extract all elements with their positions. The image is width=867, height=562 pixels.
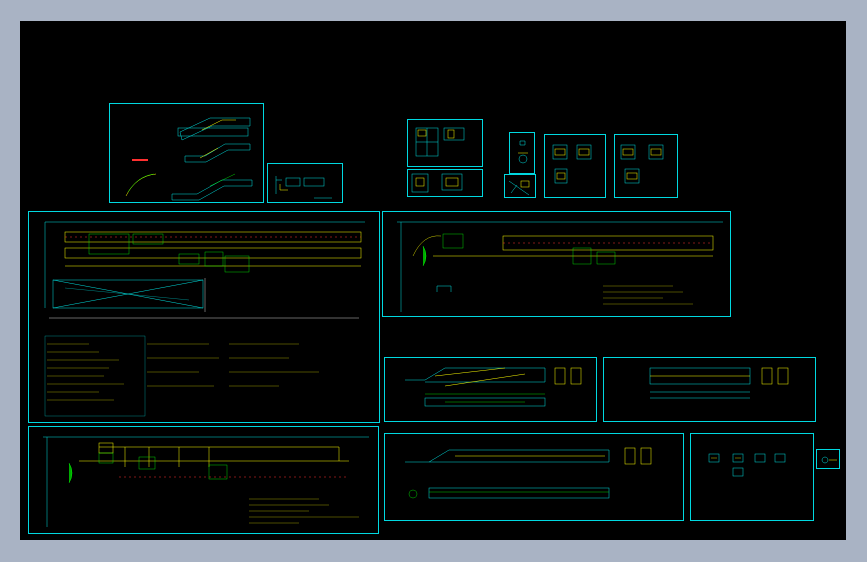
drawing-sheet-elevation-a[interactable] xyxy=(384,357,597,422)
drawing-sheet-conveyor-plan-c[interactable] xyxy=(28,426,379,534)
conveyor-elevation-icon xyxy=(405,447,652,499)
conveyor-plan-icon xyxy=(43,436,369,527)
drawing-sheet-equipment-b[interactable] xyxy=(614,134,678,198)
conveyor-plan-icon xyxy=(397,221,723,312)
section-detail-b-icon xyxy=(411,173,463,193)
drawing-sheet-conveyor-plan-b[interactable] xyxy=(382,211,731,317)
conveyor-elevation-icon xyxy=(649,367,789,399)
compass-icon xyxy=(518,140,528,164)
drawing-sheet-perspective[interactable] xyxy=(109,103,264,203)
drawing-sheet-elevation-c[interactable] xyxy=(384,433,684,521)
drawing-sheet-conveyor-plan[interactable] xyxy=(28,211,380,423)
drawing-sheet-compass[interactable] xyxy=(509,132,535,174)
arrow-detail-icon xyxy=(508,180,530,196)
section-detail-icon xyxy=(415,127,465,157)
cad-model-space[interactable] xyxy=(20,21,846,540)
equipment-detail-icon xyxy=(552,144,592,184)
drawing-sheet-legend[interactable] xyxy=(690,433,814,521)
conveyor-elevation-icon xyxy=(405,367,582,407)
escalator-perspective-icon xyxy=(125,117,253,201)
drawing-sheet-section-b[interactable] xyxy=(407,169,483,197)
compass-b-icon xyxy=(821,456,837,464)
equipment-detail-icon xyxy=(620,144,664,184)
drawing-sheet-equipment-a[interactable] xyxy=(544,134,606,198)
drawing-sheet-detail[interactable] xyxy=(267,163,343,203)
drawing-sheet-section[interactable] xyxy=(407,119,483,167)
drawing-sheet-legend-b[interactable] xyxy=(816,449,840,469)
conveyor-plan-icon xyxy=(44,221,365,417)
stair-detail-icon xyxy=(275,176,332,199)
drawing-sheet-compass-b[interactable] xyxy=(504,174,536,198)
notes-block xyxy=(44,335,319,417)
legend-icon xyxy=(708,453,786,477)
drawing-sheet-elevation-b[interactable] xyxy=(603,357,816,422)
